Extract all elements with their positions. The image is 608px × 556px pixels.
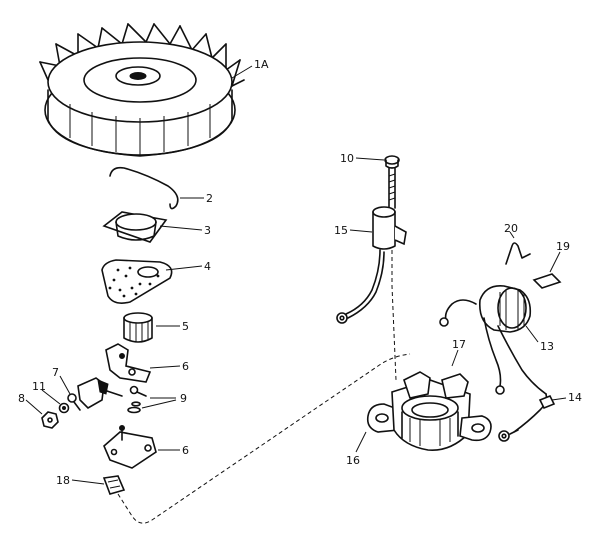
clip (71, 475, 126, 495)
lockwasher (41, 389, 70, 414)
label-14: 14 (568, 391, 582, 404)
label-7: 7 (52, 366, 59, 379)
screw-small (59, 375, 81, 411)
condenser (336, 206, 407, 324)
label-16: 16 (346, 454, 360, 467)
gasket (101, 259, 203, 304)
stator-base (355, 349, 492, 453)
ignition-coil (439, 284, 547, 395)
label-11: 11 (32, 380, 46, 393)
flywheel (39, 23, 253, 157)
label-13: 13 (540, 340, 554, 353)
cup-washer (102, 211, 203, 243)
screw-and-washers (127, 385, 177, 414)
label-9: 9 (180, 392, 187, 405)
screw-top (355, 155, 400, 209)
label-2: 2 (206, 192, 213, 205)
terminal (532, 251, 562, 289)
label-5: 5 (182, 320, 189, 333)
condenser-assembly-line (391, 250, 397, 381)
label-6-upper: 6 (182, 360, 189, 373)
label-4: 4 (204, 260, 211, 273)
label-19: 19 (556, 240, 570, 253)
label-15: 15 (334, 224, 348, 237)
label-8: 8 (18, 392, 25, 405)
lead-wire (498, 393, 567, 442)
spring (109, 166, 204, 210)
condenser-bracket (103, 425, 180, 469)
nut (25, 399, 59, 429)
label-17: 17 (452, 338, 466, 351)
assembly-line (117, 353, 411, 524)
label-1a: 1A (254, 58, 269, 71)
label-6-lower: 6 (182, 444, 189, 457)
label-18: 18 (56, 474, 70, 487)
label-3: 3 (204, 224, 211, 237)
spring-clip (505, 231, 531, 265)
label-20: 20 (504, 222, 518, 235)
bushing (123, 312, 180, 343)
breaker-points (77, 377, 123, 409)
breaker-bracket (105, 343, 181, 383)
label-10: 10 (340, 152, 354, 165)
